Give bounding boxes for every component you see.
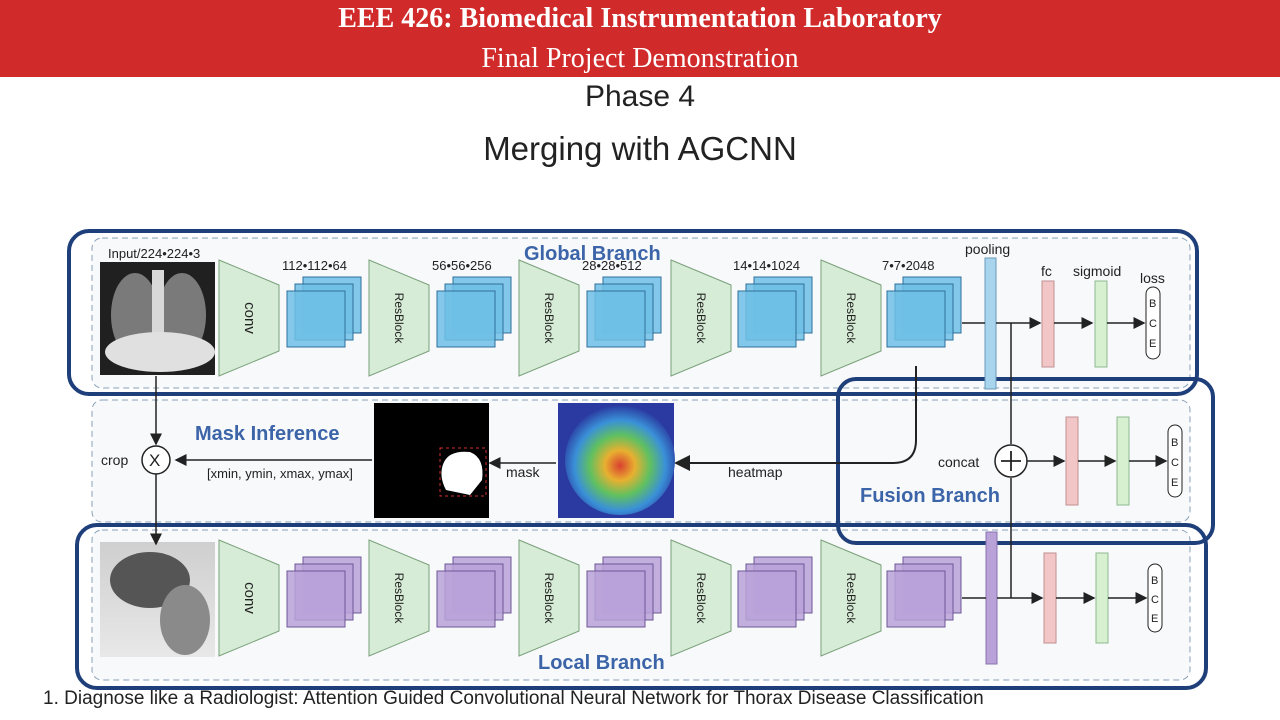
global-bce-e: E [1149,338,1156,350]
global-bce-loss [1145,286,1161,360]
local-layer-4 [670,539,732,657]
heatmap-arrow [674,366,917,471]
global-layer-label-3: ResBlock [542,293,556,345]
global-feature-dim-4: 14•14•1024 [733,258,800,273]
fusion-bce-b: B [1171,437,1178,449]
global-pooling-bar [984,257,997,390]
cropped-xray-image [100,542,215,657]
sigmoid-label: sigmoid [1073,263,1121,279]
local-layer-2 [368,539,430,657]
local-layer-1 [218,539,280,657]
fusion-highlight-box [836,377,1215,545]
pooling-label: pooling [965,241,1010,257]
input-label: Input/224•224•3 [108,246,200,261]
local-pooling-bar [985,531,998,665]
global-sigmoid-block [1094,280,1108,368]
local-layer-label-5: ResBlock [844,573,858,625]
global-highlight-box [67,229,1199,396]
local-feature-map-1 [286,556,362,628]
course-subtitle: Final Project Demonstration [481,43,799,74]
local-layer-label-1: conv [241,582,258,614]
local-bce-e: E [1151,613,1158,625]
fusion-fc-block [1065,416,1079,506]
local-feature-map-4 [737,556,813,628]
global-feature-map-2 [436,276,512,348]
global-feature-map-5 [886,276,962,348]
loss-label: loss [1140,270,1165,286]
local-branch-title: Local Branch [538,652,665,674]
mask-label: mask [506,464,540,480]
heatmap-label: heatmap [728,464,783,480]
local-feature-map-5 [886,556,962,628]
local-layer-3 [518,539,580,657]
local-bce-loss [1147,563,1163,633]
mask-inference-title: Mask Inference [195,423,340,445]
fusion-bce-c: C [1171,457,1179,469]
global-layer-5 [820,259,882,377]
local-fc-block [1043,552,1057,644]
crop-multiply-symbol: X [149,451,160,470]
global-layer-label-5: ResBlock [844,293,858,345]
local-layer-5 [820,539,882,657]
phase-heading: Phase 4 [584,80,696,113]
local-feature-map-3 [586,556,662,628]
global-feature-dim-5: 7•7•2048 [882,258,934,273]
global-bce-b: B [1149,298,1156,310]
local-sigmoid-block [1095,552,1109,644]
global-layer-label-2: ResBlock [392,293,406,345]
global-feature-dim-1: 112•112•64 [282,258,347,273]
global-layer-3 [518,259,580,377]
fusion-bce-loss [1167,424,1183,498]
local-bce-c: C [1151,594,1159,606]
fusion-sigmoid-block [1116,416,1130,506]
heatmap-image [558,403,675,518]
global-fc-block [1041,280,1055,368]
global-layer-1 [218,259,280,377]
mask-image [374,403,489,518]
topic-heading: Merging with AGCNN [483,130,797,167]
global-feature-map-1 [286,276,362,348]
global-bce-c: C [1149,318,1157,330]
local-layer-label-2: ResBlock [392,573,406,625]
global-feature-map-4 [737,276,813,348]
local-bce-b: B [1151,575,1158,587]
local-layer-label-3: ResBlock [542,573,556,625]
title-banner: EEE 426: Biomedical Instrumentation Labo… [0,0,1280,77]
fusion-bce-e: E [1171,477,1178,489]
crop-label: crop [101,452,128,468]
global-feature-dim-2: 56•56•256 [432,258,492,273]
global-feature-dim-3: 28•28•512 [582,258,642,273]
global-layer-label-1: conv [241,302,258,334]
global-layer-label-4: ResBlock [694,293,708,345]
global-feature-map-3 [586,276,662,348]
global-layer-2 [368,259,430,377]
local-layer-label-4: ResBlock [694,573,708,625]
fc-label: fc [1041,263,1052,279]
global-branch-title: Global Branch [524,243,661,265]
coords-label: [xmin, ymin, xmax, ymax] [207,466,353,481]
fusion-branch-title: Fusion Branch [860,485,1000,507]
global-layer-4 [670,259,732,377]
reference-footnote: 1. Diagnose like a Radiologist: Attentio… [43,688,984,709]
local-highlight-box [75,523,1208,690]
chest-xray-image [100,262,215,375]
local-feature-map-2 [436,556,512,628]
concat-label: concat [938,454,979,470]
course-title: EEE 426: Biomedical Instrumentation Labo… [338,3,942,34]
